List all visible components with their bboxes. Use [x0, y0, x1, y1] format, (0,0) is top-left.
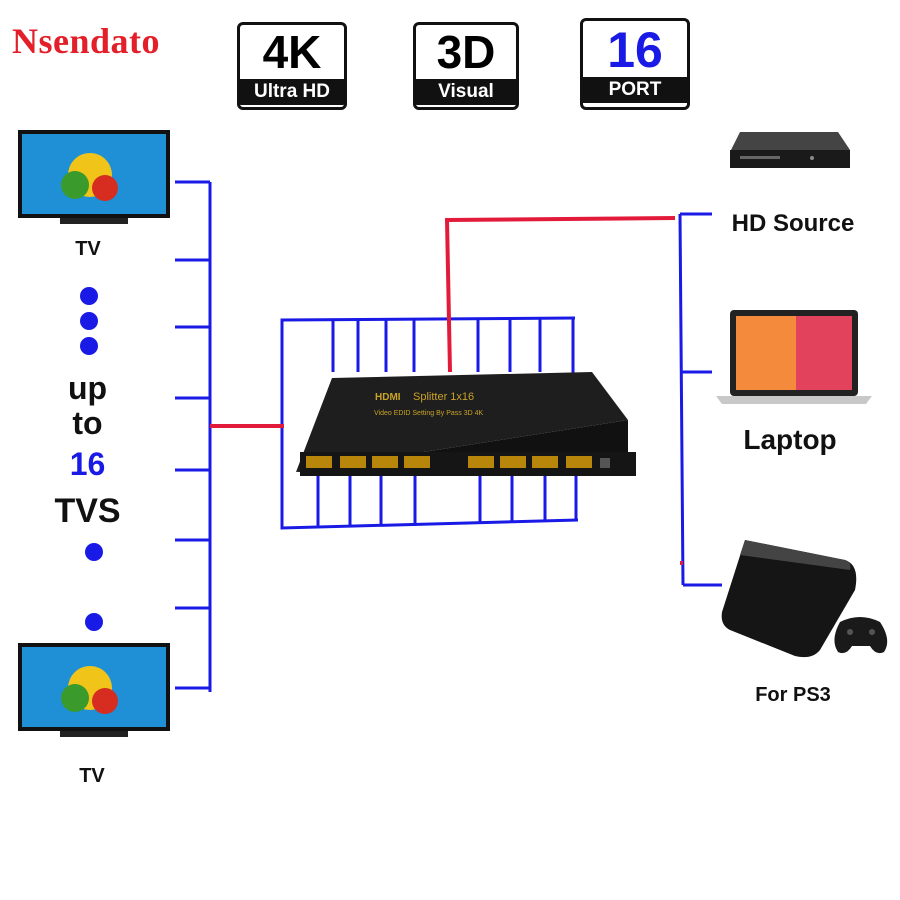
- badge-16-big: 16: [607, 22, 663, 78]
- splitter-brand-text: HDMI: [375, 392, 401, 403]
- badge-4k: 4K Ultra HD: [237, 22, 347, 110]
- blu-ray-player-icon: [730, 132, 850, 168]
- splitter-subtitle: Video EDID Setting By Pass 3D 4K: [374, 410, 484, 417]
- tv-bottom-label: TV: [79, 765, 105, 787]
- badge-16-port: 16 PORT: [580, 18, 690, 110]
- dot-icon: [80, 312, 98, 330]
- badge-16-small: PORT: [583, 77, 687, 103]
- hd-source-label: HD Source: [731, 210, 855, 237]
- game-console-icon: [721, 540, 857, 658]
- ps3-label: For PS3: [755, 684, 831, 706]
- laptop-label: Laptop: [743, 424, 837, 455]
- dot-icon: [85, 613, 103, 631]
- up-text: up: [67, 370, 108, 406]
- badge-3d-big: 3D: [436, 26, 496, 78]
- sixteen-text: 16: [69, 446, 106, 482]
- dot-icon: [85, 543, 103, 561]
- tv-icon: [18, 643, 170, 737]
- dot-icon: [80, 287, 98, 305]
- gamepad-icon: [834, 617, 888, 654]
- tv-top-label: TV: [75, 238, 101, 260]
- badge-3d: 3D Visual: [413, 22, 519, 110]
- badge-4k-big: 4K: [262, 26, 322, 78]
- hdmi-splitter-icon: [296, 372, 636, 476]
- output-wires: [175, 180, 722, 692]
- brand-logo: Nsendato: [12, 21, 161, 61]
- badge-4k-small: Ultra HD: [240, 79, 344, 105]
- badge-3d-small: Visual: [416, 79, 516, 105]
- dot-icon: [80, 337, 98, 355]
- splitter-title: Splitter 1x16: [413, 391, 474, 403]
- laptop-icon: [716, 310, 872, 404]
- tv-icon: [18, 130, 170, 224]
- to-text: to: [72, 405, 103, 441]
- input-wires: [210, 216, 683, 565]
- tvs-text: TVS: [54, 492, 121, 530]
